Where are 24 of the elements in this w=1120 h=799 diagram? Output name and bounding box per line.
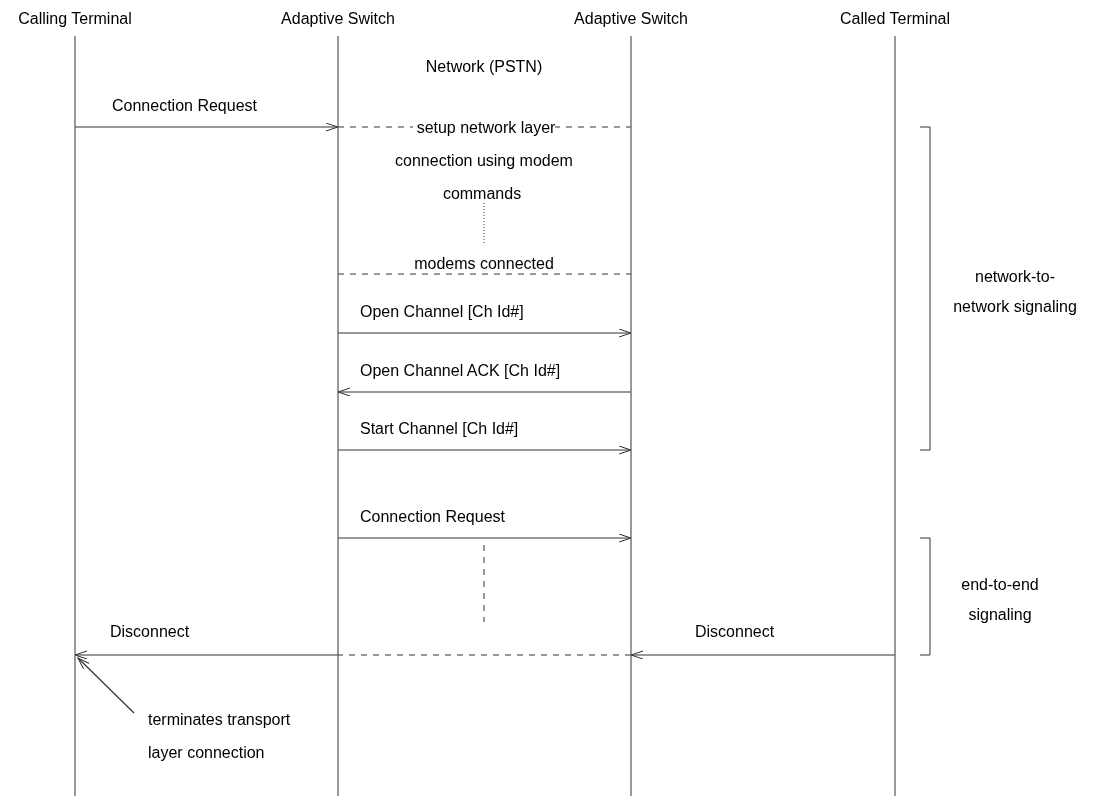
- edge-label: Disconnect: [110, 622, 190, 641]
- edge-label: Open Channel [Ch Id#]: [360, 302, 524, 321]
- message-arrow: [337, 533, 632, 543]
- bracket-label: end-to-end signaling: [960, 575, 1040, 625]
- bracket-label: network-to-network signaling: [952, 267, 1078, 317]
- leader-line: [77, 657, 135, 714]
- annotation-text: terminates transport layer connection: [148, 703, 328, 769]
- message-arrow: [337, 328, 632, 338]
- participant-label: Adaptive Switch: [573, 9, 689, 28]
- edge-label: modems connected: [384, 247, 584, 280]
- participant-label: Calling Terminal: [17, 9, 133, 28]
- edge-label: Start Channel [Ch Id#]: [360, 419, 519, 438]
- participant-label: Adaptive Switch: [280, 9, 396, 28]
- message-arrow: [74, 122, 339, 132]
- edge-label: Disconnect: [695, 622, 775, 641]
- edge-label: Connection Request: [112, 96, 257, 115]
- participant-label: Called Terminal: [839, 9, 951, 28]
- message-arrow: [74, 650, 339, 660]
- network-label: Network (PSTN): [424, 57, 544, 77]
- message-arrow: [630, 650, 896, 660]
- message-arrow: [337, 445, 632, 455]
- edge-label: Connection Request: [360, 507, 505, 526]
- edge-label: Open Channel ACK [Ch Id#]: [360, 361, 561, 380]
- message-arrow: [337, 387, 632, 397]
